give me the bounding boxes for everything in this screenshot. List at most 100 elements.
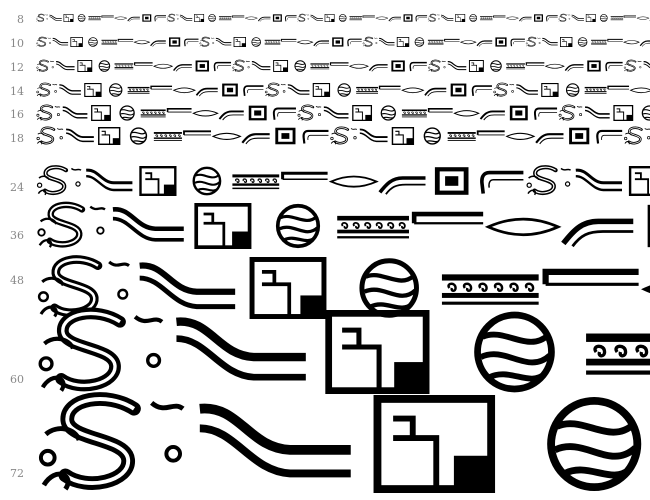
bent-bar-icon <box>241 133 270 145</box>
corner-square-icon <box>77 60 93 73</box>
corner-square-icon <box>84 83 102 98</box>
ornament-border-icon <box>610 16 624 21</box>
corner-square-icon <box>468 60 484 73</box>
hook-bar-icon <box>409 61 427 72</box>
swirl-ball-icon <box>294 60 306 72</box>
curved-bar-icon <box>179 14 193 21</box>
straight-bar-icon <box>411 211 484 225</box>
lens-rule-icon <box>172 87 196 94</box>
curved-bar-icon <box>199 403 351 478</box>
letter-s-swash-icon <box>36 126 64 145</box>
curved-bar-icon <box>323 106 349 119</box>
lens-rule-icon <box>505 16 520 20</box>
swirl-ball-icon <box>77 14 86 22</box>
lens-rule-icon <box>453 110 480 117</box>
curved-bar-icon <box>56 61 75 71</box>
corner-square-icon <box>613 105 634 121</box>
straight-bar-icon <box>231 15 245 18</box>
framed-square-icon <box>195 60 210 72</box>
size-label-36: 36 <box>10 229 24 242</box>
letter-s-swash-icon <box>623 59 642 72</box>
lens-rule-icon <box>629 87 650 94</box>
framed-square-icon <box>434 167 469 195</box>
curved-bar-icon <box>359 128 388 143</box>
hook-bar-icon <box>480 170 524 194</box>
swirl-ball-icon <box>423 127 441 145</box>
lens-rule-icon <box>484 217 562 237</box>
curved-bar-icon <box>251 61 271 71</box>
corner-square-icon <box>98 127 121 146</box>
letter-s-swash-icon <box>330 126 358 145</box>
bent-bar-icon <box>564 64 584 72</box>
size-label-14: 14 <box>10 85 24 98</box>
ornament-border-icon <box>480 16 493 21</box>
curved-bar-icon <box>584 106 610 119</box>
swirl-ball-icon <box>88 37 98 47</box>
hook-bar-icon <box>510 38 525 47</box>
straight-bar-icon <box>166 108 192 113</box>
corner-square-icon <box>585 14 596 23</box>
corner-square-icon <box>560 37 573 48</box>
letter-s-swash-icon <box>38 307 164 392</box>
framed-square-icon <box>403 14 413 22</box>
ornament-border-icon <box>114 63 134 70</box>
ornament-border-icon <box>401 109 427 118</box>
straight-bar-icon <box>493 15 506 18</box>
corner-square-icon <box>396 37 410 48</box>
swirl-ball-icon <box>251 37 261 47</box>
framed-square-icon <box>509 105 528 121</box>
size-label-10: 10 <box>10 37 24 50</box>
swirl-ball-icon <box>599 14 608 22</box>
letter-s-swash-icon <box>264 82 286 97</box>
letter-s-swash-icon <box>558 13 571 22</box>
ornament-border-icon <box>337 215 409 239</box>
straight-bar-icon <box>329 62 349 66</box>
straight-bar-icon <box>117 38 134 42</box>
corner-square-icon <box>391 127 415 146</box>
letter-s-swash-icon <box>526 165 572 196</box>
curved-bar-icon <box>112 207 184 242</box>
hook-bar-icon <box>415 15 428 22</box>
curved-bar-icon <box>440 14 454 21</box>
straight-bar-icon <box>150 85 173 90</box>
bent-bar-icon <box>519 16 532 22</box>
ornament-border-icon <box>349 16 362 21</box>
straight-bar-icon <box>607 85 630 90</box>
framed-square-icon <box>534 14 543 22</box>
swirl-ball-icon <box>577 37 588 47</box>
corner-square-icon <box>91 105 111 121</box>
straight-bar-icon <box>101 15 114 18</box>
ornament-border-icon <box>218 16 232 21</box>
curved-bar-icon <box>542 37 558 46</box>
bent-bar-icon <box>195 87 218 97</box>
ornament-border-icon <box>127 86 150 94</box>
swirl-ball-icon <box>474 311 555 393</box>
size-label-16: 16 <box>10 108 24 121</box>
hook-bar-icon <box>285 15 297 22</box>
curved-bar-icon <box>139 262 236 310</box>
glyph-row-72 <box>38 392 642 494</box>
corner-square-icon <box>373 395 496 494</box>
swirl-ball-icon <box>414 37 425 47</box>
framed-square-icon <box>647 204 650 248</box>
curved-bar-icon <box>287 84 310 95</box>
bent-bar-icon <box>173 64 192 72</box>
swirl-ball-icon <box>565 83 580 97</box>
hook-bar-icon <box>154 15 166 22</box>
curved-bar-icon <box>176 317 306 381</box>
swirl-ball-icon <box>359 258 419 318</box>
ornament-border-icon <box>101 39 118 45</box>
swirl-ball-icon <box>108 83 123 97</box>
bent-bar-icon <box>535 133 564 145</box>
hook-bar-icon <box>605 61 623 72</box>
curved-bar-icon <box>379 37 395 46</box>
size-label-72: 72 <box>10 467 24 480</box>
ornament-border-icon <box>427 39 444 45</box>
hook-bar-icon <box>347 38 362 47</box>
corner-square-icon <box>324 14 335 23</box>
size-label-24: 24 <box>10 181 24 194</box>
letter-s-swash-icon <box>38 392 185 491</box>
lens-rule-icon <box>114 16 128 20</box>
swirl-ball-icon <box>337 83 351 97</box>
